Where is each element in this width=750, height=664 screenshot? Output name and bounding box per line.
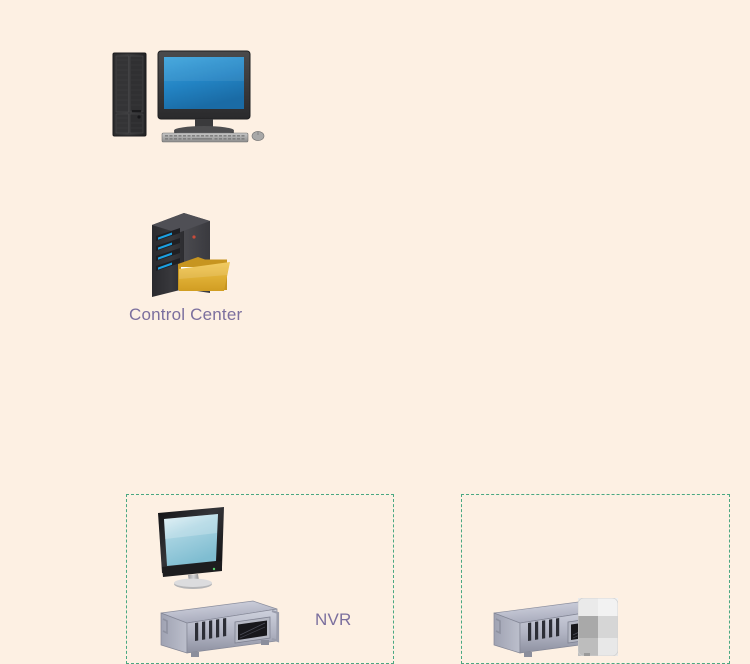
- image-placeholder-icon: [578, 598, 618, 656]
- nvr-label: NVR: [315, 610, 352, 629]
- computer-tower-icon: [112, 52, 147, 137]
- nvr-rack-chassis-icon: [160, 600, 280, 657]
- server-led-indicators: [156, 228, 180, 271]
- folder-icon: [178, 257, 230, 291]
- desktop-computer-icon: [112, 50, 265, 143]
- keyboard-icon: [161, 132, 249, 143]
- server-folder-icon: [152, 213, 230, 297]
- control-center-node[interactable]: Control Center: [129, 203, 242, 324]
- mouse-icon: [251, 131, 265, 141]
- control-center-label: Control Center: [129, 305, 243, 324]
- nvr-monitor-node[interactable]: [152, 505, 230, 591]
- computer-monitor-icon: [157, 50, 251, 138]
- desktop-computer-node[interactable]: [110, 48, 270, 144]
- image-placeholder-node[interactable]: [578, 598, 618, 656]
- nvr-chassis-left-node[interactable]: [157, 597, 281, 659]
- lcd-monitor-icon: [158, 507, 224, 589]
